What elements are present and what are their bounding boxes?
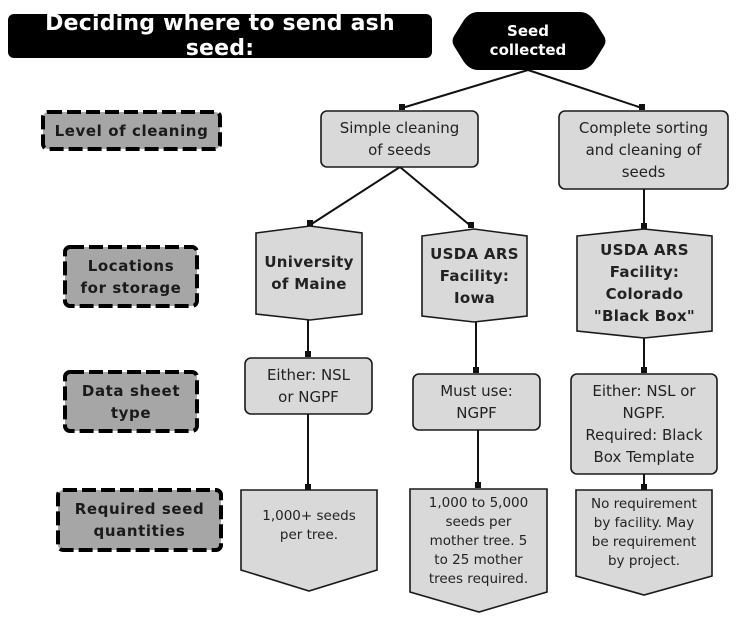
arrow-endpoint (641, 367, 647, 373)
row-label-box-cleaning (41, 110, 222, 151)
datasheet-iowa-shape (412, 373, 541, 431)
quantity-iowa-shape (409, 488, 548, 613)
datasheet-colorado-shape (570, 373, 718, 475)
row-label-cleaning: Level of cleaning (54, 121, 209, 140)
row-label-box-locations (63, 245, 199, 308)
arrow-endpoint (305, 351, 311, 357)
arrow-endpoint (305, 484, 311, 490)
row-label-datasheet: Data sheet type (81, 381, 181, 422)
quantity-colorado: No requirement by facility. May be requi… (591, 496, 697, 569)
location-usda-iowa: USDA ARS Facility: Iowa (430, 245, 519, 307)
connector-start-to-simple (401, 69, 529, 109)
datasheet-maine: Either: NSL or NGPF (266, 366, 351, 406)
row-label-box-datasheet (63, 370, 199, 433)
location-maine-shape (255, 225, 363, 321)
diagram-title: Deciding where to send ash seed: (8, 11, 432, 61)
cleaning-simple: Simple cleaning of seeds (339, 119, 460, 159)
quantity-iowa: 1,000 to 5,000 seeds per mother tree. 5 … (428, 494, 529, 587)
datasheet-iowa: Must use: NGPF (440, 382, 513, 422)
cleaning-complete: Complete sorting and cleaning of seeds (578, 119, 709, 181)
start-node-shape (452, 12, 606, 70)
connector-simple-to-maine (309, 166, 401, 226)
cleaning-simple-shape (320, 110, 479, 168)
arrow-endpoint (641, 223, 647, 229)
arrow-endpoint (307, 220, 313, 226)
location-usda-colorado: USDA ARS Facility: Colorado "Black Box" (593, 241, 696, 325)
location-iowa-shape (421, 228, 528, 323)
arrow-endpoint (639, 104, 645, 110)
location-university-of-maine: University of Maine (264, 253, 354, 293)
quantity-colorado-shape (575, 489, 713, 596)
datasheet-maine-shape (244, 357, 373, 415)
connector-simple-to-iowa (399, 166, 473, 228)
connector-start-to-complete (527, 69, 643, 109)
arrow-endpoint (641, 484, 647, 490)
quantity-maine: 1,000+ seeds per tree. (262, 508, 356, 543)
row-label-box-quantities (56, 488, 223, 552)
datasheet-colorado: Either: NSL or NGPF. Required: Black Box… (585, 382, 703, 466)
cleaning-complete-shape (558, 110, 729, 190)
connector-endpoints (305, 104, 647, 490)
arrow-endpoint (473, 367, 479, 373)
arrow-endpoint (475, 482, 481, 488)
start-node-seed-collected: Seed collected (489, 22, 567, 59)
row-label-locations: Locations for storage (80, 256, 182, 297)
row-label-quantities: Required seed quantities (74, 500, 205, 540)
connectors (307, 69, 645, 489)
quantity-maine-shape (240, 489, 378, 592)
location-colorado-shape (576, 228, 713, 339)
arrow-endpoint (468, 222, 474, 228)
arrow-endpoint (399, 104, 405, 110)
